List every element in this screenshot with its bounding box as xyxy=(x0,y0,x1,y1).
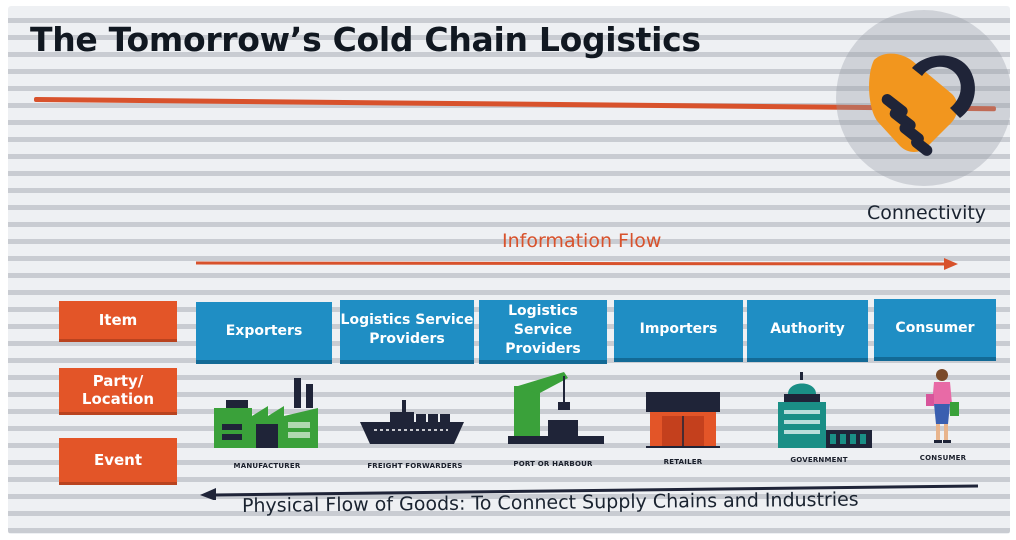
actor-logistics-service-providers-1: Logistics Service Providers xyxy=(340,300,474,364)
shopper-icon xyxy=(926,369,959,443)
slide-title: The Tomorrow’s Cold Chain Logistics xyxy=(30,20,701,59)
icon-label-manufacturer: MANUFACTURER xyxy=(233,462,301,470)
actor-exporters: Exporters xyxy=(196,302,332,364)
row-label-event: Event xyxy=(59,438,177,485)
icon-label-retailer: RETAILER xyxy=(663,458,703,466)
information-flow-arrow xyxy=(195,258,958,270)
connectivity-label: Connectivity xyxy=(867,202,987,224)
icon-label-consumer: CONSUMER xyxy=(919,454,967,462)
ship-icon xyxy=(360,400,464,444)
handshake-icon xyxy=(869,53,975,156)
icon-label-freight-forwarders: FREIGHT FORWARDERS xyxy=(367,462,463,470)
physical-flow-arrow xyxy=(200,484,979,500)
information-flow-label: Information Flow xyxy=(502,230,662,252)
actor-importers: Importers xyxy=(614,300,743,362)
government-icon xyxy=(778,372,872,448)
row-label-item: Item xyxy=(59,301,177,342)
actor-authority: Authority xyxy=(747,300,868,362)
slide: The Tomorrow’s Cold Chain Logistics Conn… xyxy=(8,6,1010,534)
store-icon xyxy=(646,392,720,448)
icon-label-government: GOVERNMENT xyxy=(790,456,848,464)
icon-label-port-or-harbour: PORT OR HARBOUR xyxy=(513,460,593,468)
row-label-party-location: Party/ Location xyxy=(59,368,177,415)
actor-logistics-service-providers-2: Logistics Service Providers xyxy=(479,300,607,364)
crane-icon xyxy=(508,372,604,444)
actor-consumer: Consumer xyxy=(874,299,996,361)
factory-icon xyxy=(214,378,318,448)
